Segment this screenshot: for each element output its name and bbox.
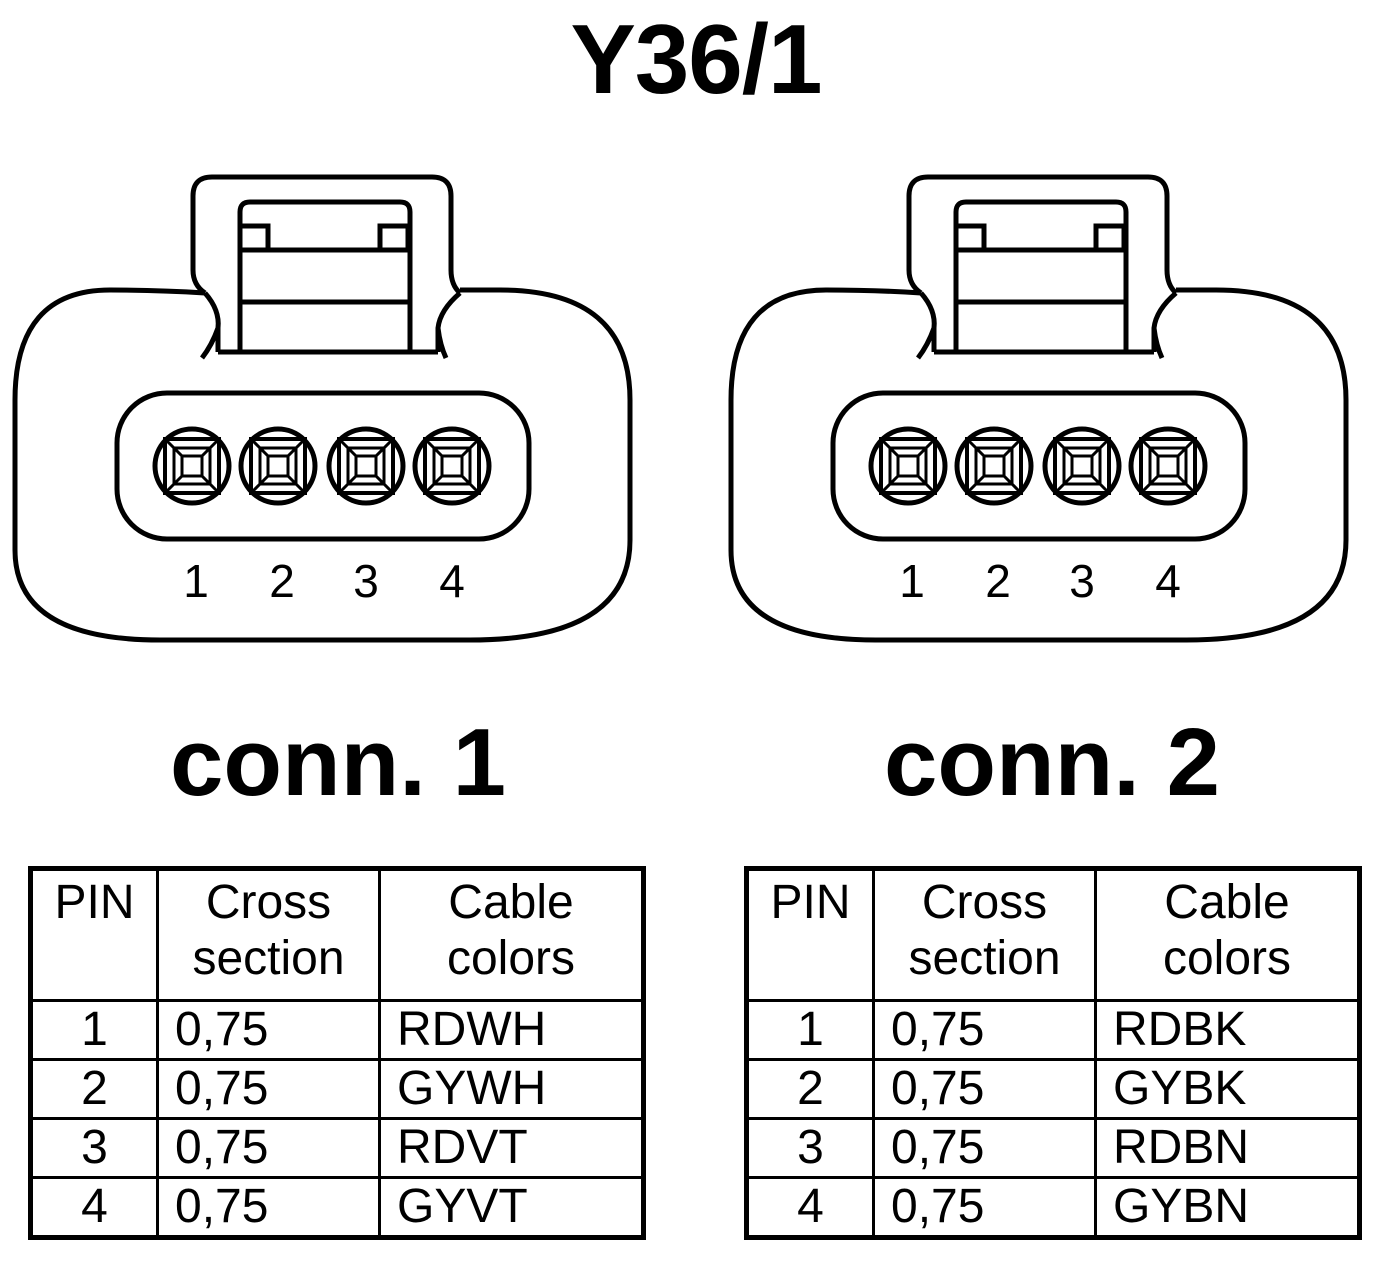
pin-number: 3	[353, 555, 379, 607]
cell-cable-color: GYBK	[1094, 1058, 1361, 1120]
pin-cavities	[868, 426, 1208, 506]
cell-cross-section: 0,75	[156, 1176, 381, 1239]
header-cable-colors: Cable colors	[378, 867, 645, 1002]
pin-number: 2	[985, 555, 1011, 607]
pin-cavity	[868, 426, 948, 506]
cell-pin: 1	[745, 999, 875, 1061]
connector-housing	[728, 287, 1349, 643]
cell-pin: 3	[745, 1117, 875, 1179]
pin-cavity	[238, 426, 318, 506]
connector-1-drawing: 1 2 3 4	[12, 174, 633, 643]
cell-cross-section: 0,75	[872, 999, 1097, 1061]
cell-cross-section: 0,75	[872, 1117, 1097, 1179]
connector-1-pin-table: PIN Cross section Cable colors 1 0,75 RD…	[28, 866, 646, 1240]
pin-cavity	[152, 426, 232, 506]
table-row: 3 0,75 RDBN	[745, 1117, 1361, 1179]
table-row: 2 0,75 GYWH	[29, 1058, 645, 1120]
pin-number: 1	[183, 555, 209, 607]
pin-cavity	[954, 426, 1034, 506]
table-row: 1 0,75 RDBK	[745, 999, 1361, 1061]
header-cable-colors: Cable colors	[1094, 867, 1361, 1002]
cell-pin: 1	[29, 999, 159, 1061]
connector-2-drawing: 1 2 3 4	[728, 174, 1349, 643]
table-row: 4 0,75 GYBN	[745, 1176, 1361, 1239]
table-row: 4 0,75 GYVT	[29, 1176, 645, 1239]
pin-cavities	[152, 426, 492, 506]
pin-number: 4	[1155, 555, 1181, 607]
cell-pin: 4	[745, 1176, 875, 1239]
cell-cross-section: 0,75	[872, 1176, 1097, 1239]
header-pin: PIN	[29, 867, 159, 1002]
table-row: 2 0,75 GYBK	[745, 1058, 1361, 1120]
connector-1-label: conn. 1	[169, 709, 507, 816]
cell-pin: 2	[745, 1058, 875, 1120]
diagram-title: Y36/1	[570, 4, 822, 114]
cell-cross-section: 0,75	[156, 1058, 381, 1120]
cell-cable-color: RDBN	[1094, 1117, 1361, 1179]
cell-cable-color: GYWH	[378, 1058, 645, 1120]
cell-cross-section: 0,75	[156, 1117, 381, 1179]
pin-number: 4	[439, 555, 465, 607]
pin-number: 3	[1069, 555, 1095, 607]
latch-outer	[190, 174, 462, 296]
table-row: 3 0,75 RDVT	[29, 1117, 645, 1179]
pin-cavity	[412, 426, 492, 506]
cell-cable-color: GYBN	[1094, 1176, 1361, 1239]
header-cross-section: Cross section	[872, 867, 1097, 1002]
table-header-row: PIN Cross section Cable colors	[745, 867, 1361, 1002]
pin-number: 1	[899, 555, 925, 607]
table-header-row: PIN Cross section Cable colors	[29, 867, 645, 1002]
cell-cross-section: 0,75	[156, 999, 381, 1061]
pin-number: 2	[269, 555, 295, 607]
cell-cable-color: GYVT	[378, 1176, 645, 1239]
connector-2-pin-table: PIN Cross section Cable colors 1 0,75 RD…	[744, 866, 1362, 1240]
cell-pin: 2	[29, 1058, 159, 1120]
cell-pin: 3	[29, 1117, 159, 1179]
latch-outer	[906, 174, 1178, 296]
cell-pin: 4	[29, 1176, 159, 1239]
pin-cavity	[1042, 426, 1122, 506]
pin-cavity	[326, 426, 406, 506]
pin-cavity	[1128, 426, 1208, 506]
header-cross-section: Cross section	[156, 867, 381, 1002]
connector-2-label: conn. 2	[883, 709, 1221, 816]
table-row: 1 0,75 RDWH	[29, 999, 645, 1061]
cell-cable-color: RDWH	[378, 999, 645, 1061]
latch-inner	[953, 199, 1129, 352]
cell-cable-color: RDBK	[1094, 999, 1361, 1061]
header-pin: PIN	[745, 867, 875, 1002]
pin-face	[830, 390, 1248, 542]
connector-housing	[12, 287, 633, 643]
cell-cross-section: 0,75	[872, 1058, 1097, 1120]
latch-inner	[237, 199, 413, 352]
pin-face	[114, 390, 532, 542]
cell-cable-color: RDVT	[378, 1117, 645, 1179]
